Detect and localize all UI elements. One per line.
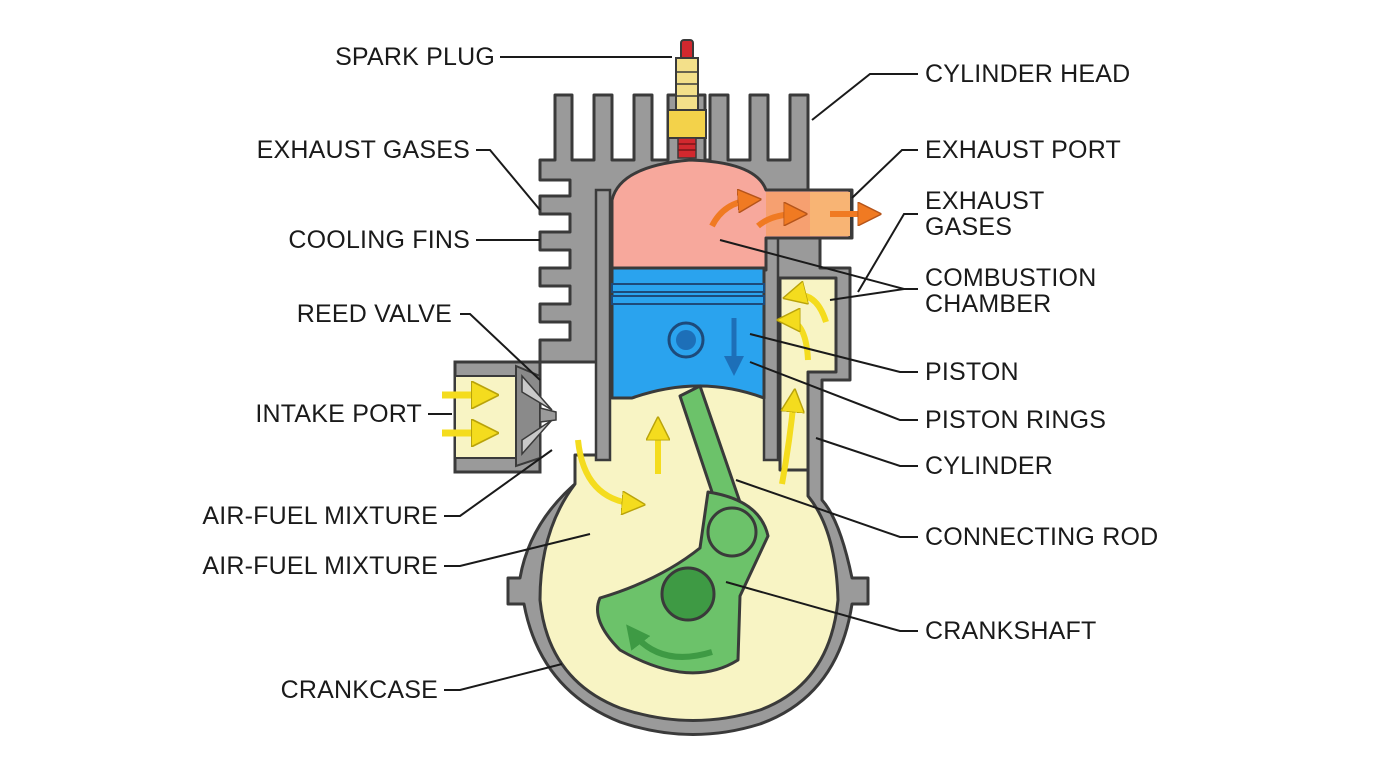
- label-piston-rings: PISTON RINGS: [925, 406, 1107, 434]
- label-crankcase: CRANKCASE: [280, 676, 438, 704]
- label-air-fuel-mixture-2: AIR-FUEL MIXTURE: [202, 552, 438, 580]
- piston-ring-2: [611, 295, 765, 305]
- cylinder-wall-left: [594, 188, 612, 462]
- crankshaft-main: [660, 566, 716, 622]
- label-exhaust-gases-right-line1: EXHAUST: [925, 187, 1045, 215]
- crank-pin: [706, 506, 758, 558]
- label-crankshaft: CRANKSHAFT: [925, 617, 1097, 645]
- label-cylinder: CYLINDER: [925, 452, 1054, 480]
- crank-rotation-arrow: [626, 624, 713, 660]
- exhaust-arrow-2: [756, 214, 798, 229]
- label-exhaust-gases-right-line2: GASES: [925, 213, 1013, 241]
- label-cylinder-head: CYLINDER HEAD: [925, 60, 1131, 88]
- label-air-fuel-mixture-1: AIR-FUEL MIXTURE: [202, 502, 438, 530]
- label-cooling-fins: COOLING FINS: [288, 226, 470, 254]
- label-piston: PISTON: [925, 358, 1019, 386]
- piston-ring-1: [611, 283, 765, 293]
- label-exhaust-gases-left: EXHAUST GASES: [256, 136, 470, 164]
- label-reed-valve: REED VALVE: [296, 300, 452, 328]
- combustion-chamber: [610, 158, 852, 272]
- label-intake-port: INTAKE PORT: [255, 400, 422, 428]
- label-connecting-rod: CONNECTING ROD: [925, 523, 1159, 551]
- label-exhaust-port: EXHAUST PORT: [925, 136, 1121, 164]
- transfer-swirl-arrow-2: [786, 320, 811, 361]
- mixture-curve-arrow: [575, 439, 636, 504]
- label-combustion-chamber-line2: CHAMBER: [925, 290, 1052, 318]
- label-spark-plug: SPARK PLUG: [335, 43, 495, 71]
- spark-plug-icon: [667, 39, 707, 159]
- transfer-swirl-arrow-1: [792, 295, 829, 323]
- leader-lines: [428, 56, 918, 691]
- transfer-up-arrow: [779, 398, 794, 485]
- label-combustion-chamber-line1: COMBUSTION: [925, 264, 1097, 292]
- exhaust-arrow-1: [709, 200, 752, 228]
